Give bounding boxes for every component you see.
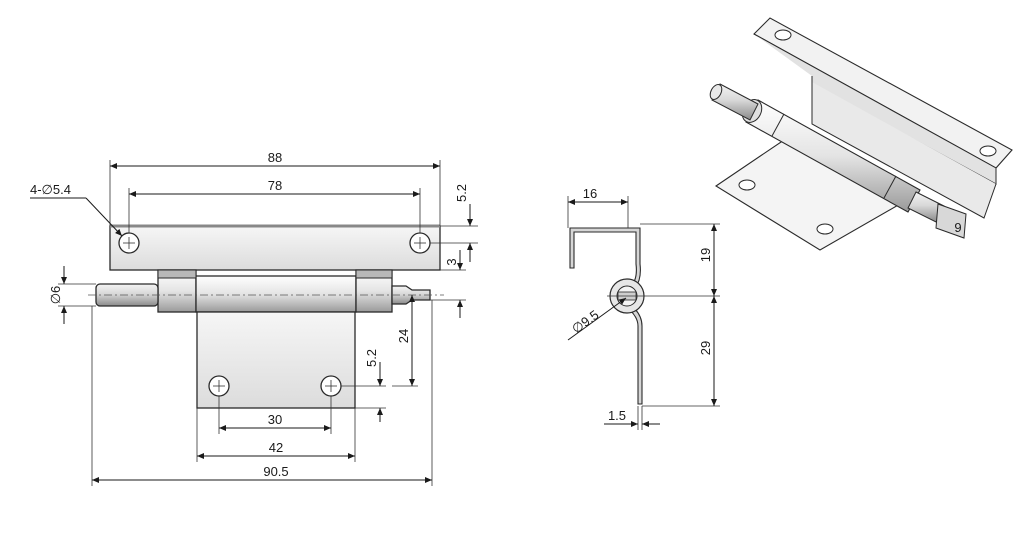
top-plate bbox=[109, 225, 441, 271]
lower-hole-right bbox=[320, 375, 342, 397]
dim-5-2-lower: 5.2 bbox=[364, 349, 379, 367]
top-hole-left bbox=[118, 232, 140, 254]
front-view: 88 78 4-∅5.4 5.2 3 ∅6 24 bbox=[30, 150, 478, 486]
dim-pin-diameter: ∅6 bbox=[48, 286, 63, 305]
dim-90-5: 90.5 bbox=[263, 464, 288, 479]
top-hole-right bbox=[409, 232, 431, 254]
dim-knuckle-diameter: ∅9.5 bbox=[569, 307, 602, 336]
dim-5-2-top: 5.2 bbox=[454, 184, 469, 202]
dim-42: 42 bbox=[269, 440, 283, 455]
dim-16: 16 bbox=[583, 186, 597, 201]
knuckle-center bbox=[195, 275, 357, 313]
dim-3: 3 bbox=[444, 258, 459, 265]
dim-1-5: 1.5 bbox=[608, 408, 626, 423]
iso-pin-tab bbox=[935, 203, 967, 239]
hole-callout: 4-∅5.4 bbox=[30, 182, 71, 197]
iso-view: 9 bbox=[709, 17, 1013, 251]
dim-88: 88 bbox=[268, 150, 282, 165]
dim-29: 29 bbox=[698, 341, 713, 355]
dim-19: 19 bbox=[698, 248, 713, 262]
lower-hole-left bbox=[208, 375, 230, 397]
dim-30: 30 bbox=[268, 412, 282, 427]
dim-78: 78 bbox=[268, 178, 282, 193]
dim-24: 24 bbox=[396, 329, 411, 343]
side-view: 16 19 29 ∅9.5 1.5 bbox=[567, 186, 720, 430]
iso-stamp: 9 bbox=[954, 220, 961, 235]
